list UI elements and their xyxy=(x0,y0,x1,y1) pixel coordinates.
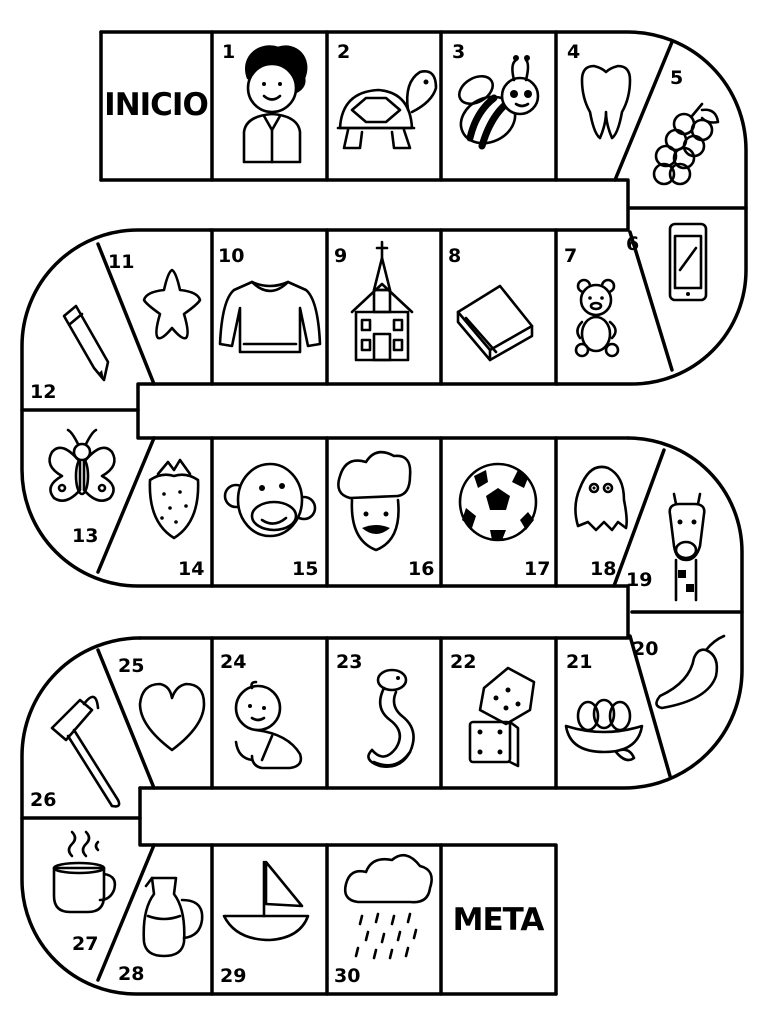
square-number-26: 26 xyxy=(30,789,56,811)
square-number-20: 20 xyxy=(632,638,658,660)
jug-icon xyxy=(142,876,204,958)
square-number-29: 29 xyxy=(220,965,246,987)
square-number-2: 2 xyxy=(337,41,350,63)
square-number-13: 13 xyxy=(72,525,98,547)
square-number-5: 5 xyxy=(670,67,683,89)
square-number-24: 24 xyxy=(220,651,246,673)
square-number-28: 28 xyxy=(118,963,144,985)
grapes-icon xyxy=(652,102,720,186)
square-number-4: 4 xyxy=(567,41,580,63)
square-number-16: 16 xyxy=(408,558,434,580)
square-number-8: 8 xyxy=(448,245,461,267)
square-number-7: 7 xyxy=(564,245,577,267)
bee-icon xyxy=(457,55,540,150)
monkey-icon xyxy=(223,462,317,538)
track-outline xyxy=(20,30,748,996)
coffee-cup-icon xyxy=(52,830,117,914)
teddy-bear-icon xyxy=(574,278,620,358)
book-icon xyxy=(456,284,534,362)
church-icon xyxy=(350,240,414,362)
rain-cloud-icon xyxy=(343,853,433,960)
sweater-icon xyxy=(218,280,322,354)
square-number-27: 27 xyxy=(72,933,98,955)
square-number-22: 22 xyxy=(450,651,476,673)
square-number-1: 1 xyxy=(222,41,235,63)
square-number-11: 11 xyxy=(108,251,134,273)
turtle-icon xyxy=(336,70,438,150)
star-icon xyxy=(142,268,202,340)
square-number-12: 12 xyxy=(30,381,56,403)
soccer-ball-icon xyxy=(458,462,538,542)
square-number-18: 18 xyxy=(590,558,616,580)
dice-icon xyxy=(468,666,536,768)
finish-label: META xyxy=(453,902,545,938)
tooth-icon xyxy=(580,64,632,140)
square-number-19: 19 xyxy=(626,569,652,591)
square-number-21: 21 xyxy=(566,651,592,673)
boy-icon xyxy=(242,45,308,164)
square-number-25: 25 xyxy=(118,655,144,677)
snake-icon xyxy=(367,668,415,768)
square-number-3: 3 xyxy=(452,41,465,63)
square-number-10: 10 xyxy=(218,245,244,267)
butterfly-icon xyxy=(48,428,116,502)
square-number-14: 14 xyxy=(178,558,204,580)
heart-icon xyxy=(138,682,206,752)
chili-pepper-icon xyxy=(655,634,726,710)
hammer-icon xyxy=(50,695,121,808)
strawberry-icon xyxy=(148,458,200,540)
baby-icon xyxy=(234,680,303,770)
start-label: INICIO xyxy=(104,87,208,123)
square-numbers: 1 2 3 4 5 6 7 8 9 10 11 12 13 14 15 16 1… xyxy=(30,41,683,987)
giraffe-icon xyxy=(668,492,706,602)
square-number-9: 9 xyxy=(334,245,347,267)
pencil-icon xyxy=(62,304,110,382)
square-number-17: 17 xyxy=(524,558,550,580)
nest-icon xyxy=(564,698,644,762)
square-number-30: 30 xyxy=(334,965,360,987)
square-number-6: 6 xyxy=(626,233,639,255)
square-number-15: 15 xyxy=(292,558,318,580)
sailboat-icon xyxy=(222,860,310,942)
smartphone-icon xyxy=(668,222,708,302)
ghost-icon xyxy=(574,465,628,532)
chef-icon xyxy=(337,450,412,552)
square-number-23: 23 xyxy=(336,651,362,673)
